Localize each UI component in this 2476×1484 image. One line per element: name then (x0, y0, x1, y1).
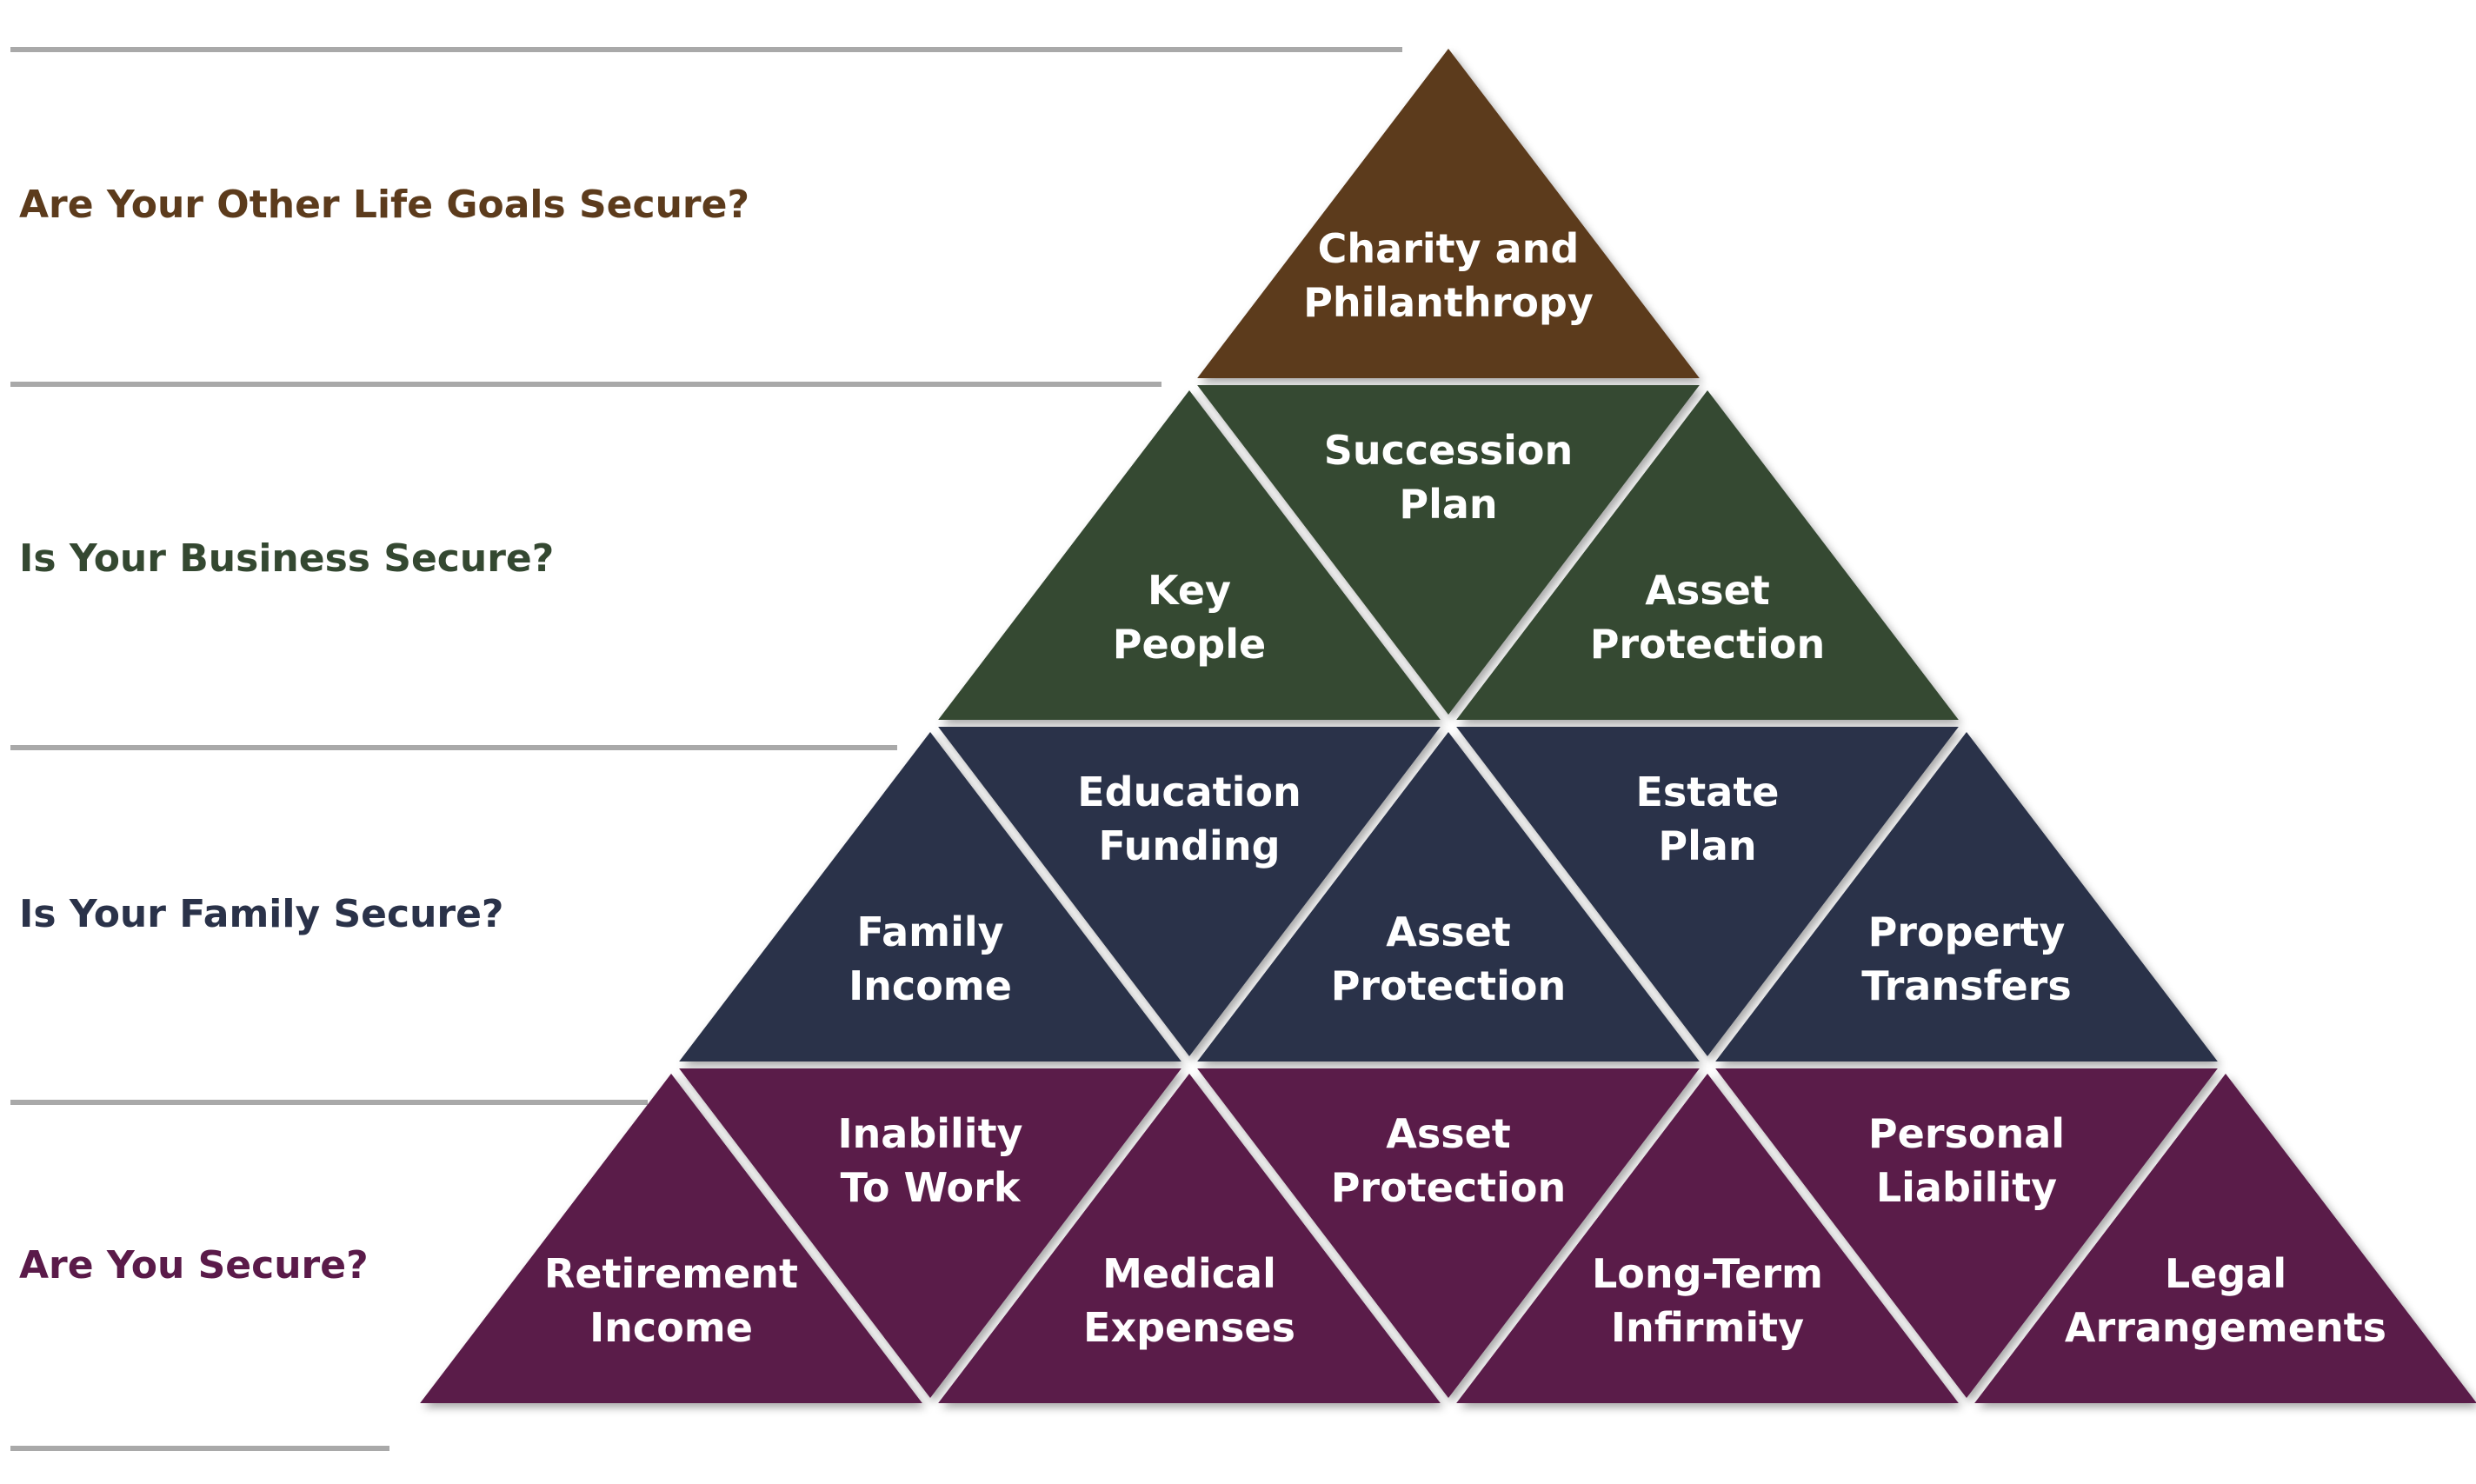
tile-label: Retirement (544, 1250, 798, 1297)
tile-label: Plan (1399, 481, 1497, 528)
tile-triangle (938, 390, 1441, 720)
tile-triangle (1715, 732, 2218, 1061)
tile-label: Key (1148, 567, 1231, 614)
tile-label: Transfers (1861, 962, 2071, 1009)
tile-triangle (1715, 1068, 2218, 1398)
tile-label: Income (589, 1304, 753, 1351)
tile-triangle (938, 727, 1441, 1056)
tile-label: Infirmity (1611, 1304, 1804, 1351)
tile-label: Liability (1876, 1164, 2057, 1211)
tile-triangle (1974, 1074, 2476, 1403)
tile-triangle (1197, 49, 1700, 378)
tile-triangle (1197, 732, 1700, 1061)
tile-label: Succession (1324, 427, 1574, 474)
tile-label: Arrangements (2065, 1304, 2386, 1351)
tile-label: Plan (1658, 822, 1756, 869)
row-question-you: Are You Secure? (19, 1243, 369, 1288)
tile-triangle (679, 732, 1181, 1061)
tile-label: Philanthropy (1303, 279, 1594, 326)
tile-label: Funding (1099, 822, 1281, 869)
tile-label: Property (1868, 908, 2066, 955)
tile-label: Charity and (1318, 225, 1580, 272)
tile-label: Asset (1386, 908, 1511, 955)
tile-triangle (1197, 385, 1700, 715)
tile-label: Education (1077, 769, 1301, 815)
tile-triangle (1197, 1068, 1700, 1398)
pyramid-tiles: Charity andPhilanthropyKeyPeopleSuccessi… (420, 49, 2476, 1403)
tile-label: Income (849, 962, 1012, 1009)
tile-label: Personal (1868, 1110, 2065, 1157)
row-divider-lines (10, 47, 1402, 1451)
tile-triangle (1456, 727, 1959, 1056)
row-question-family: Is Your Family Secure? (19, 892, 503, 936)
tile-triangle (1456, 390, 1959, 720)
tile-label: Medical (1102, 1250, 1276, 1297)
tile-label: Asset (1645, 567, 1770, 614)
tile-label: People (1113, 621, 1266, 668)
tile-label: Asset (1386, 1110, 1511, 1157)
tile-triangle (679, 1068, 1181, 1398)
tile-label: Family (856, 908, 1003, 955)
row-question-goals: Are Your Other Life Goals Secure? (19, 183, 749, 227)
tile-label: Protection (1331, 1164, 1567, 1211)
tile-triangle (938, 1074, 1441, 1403)
pyramid-tile: Inability To Work (679, 1068, 1181, 1398)
tile-label: Long-Term (1592, 1250, 1823, 1297)
tile-label: Expenses (1083, 1304, 1295, 1351)
tile-label: Protection (1590, 621, 1826, 668)
tile-label: Legal (2165, 1250, 2286, 1297)
tile-label: Inability (837, 1110, 1022, 1157)
tile-triangle (1456, 1074, 1959, 1403)
row-question-business: Is Your Business Secure? (19, 536, 554, 581)
tile-label: Estate (1635, 769, 1779, 815)
tile-label: Protection (1331, 962, 1567, 1009)
row-questions: Are Your Other Life Goals Secure? Is Your… (19, 183, 749, 1288)
tile-triangle (420, 1074, 922, 1403)
tile-label: To Work (841, 1164, 1022, 1211)
